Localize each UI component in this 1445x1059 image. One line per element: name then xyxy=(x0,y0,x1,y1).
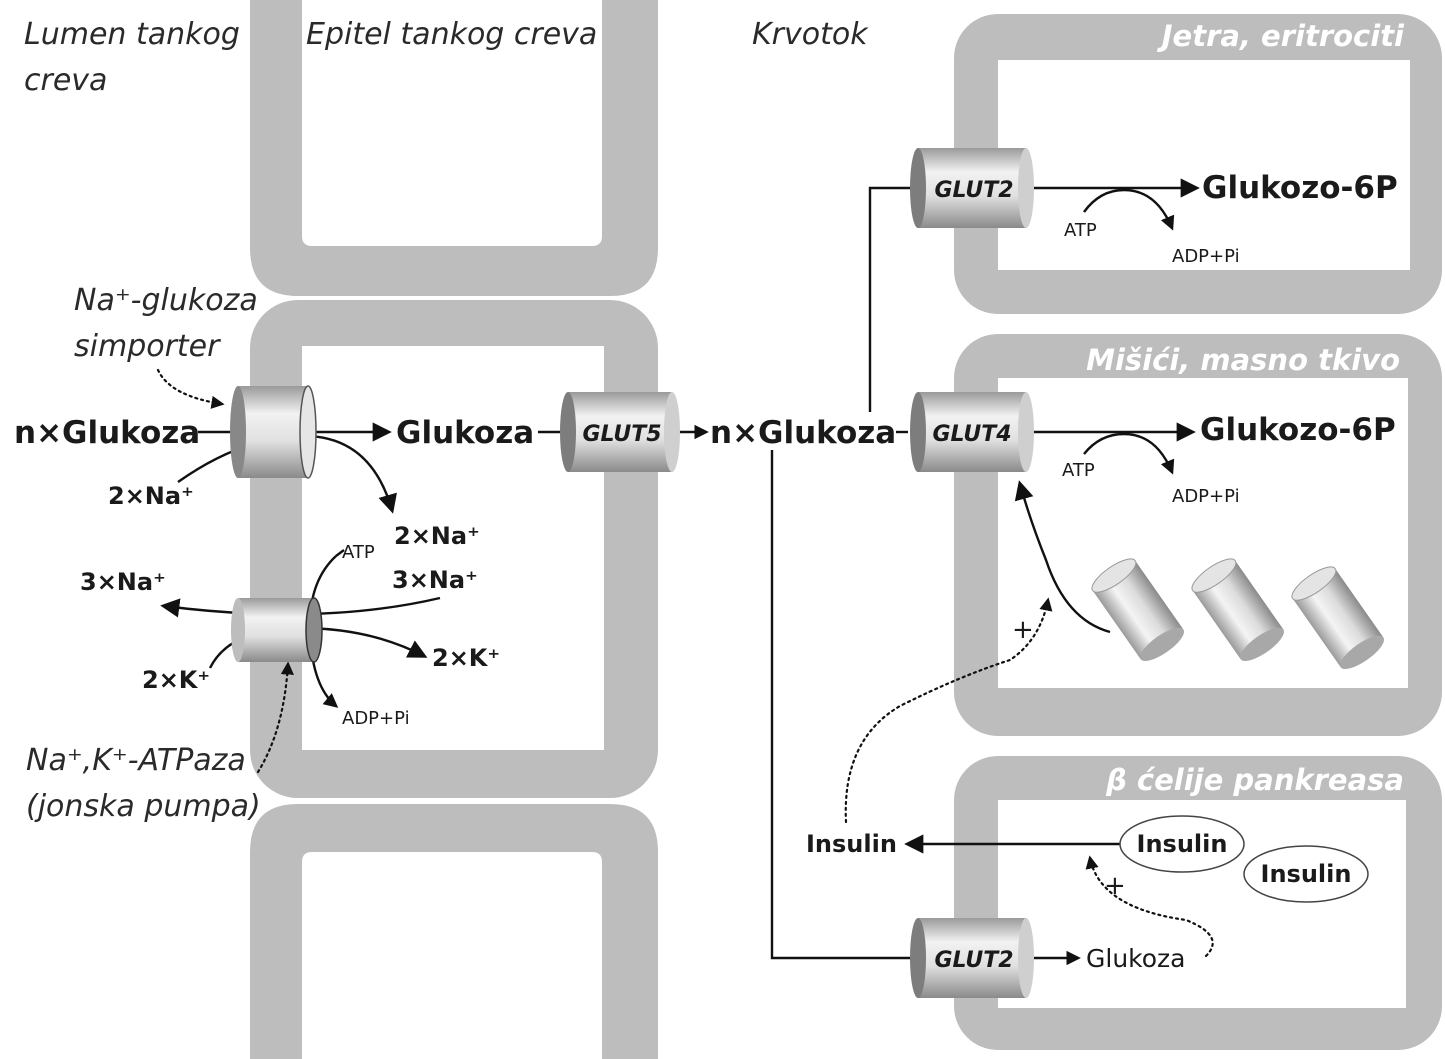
bloodstream-label: Krvotok xyxy=(752,17,869,52)
glut5-label: GLUT5 xyxy=(582,422,661,447)
blood-glucose-label: n×Glukoza xyxy=(710,415,896,451)
sodium-in-lumen-label: 2×Na⁺ xyxy=(108,482,194,510)
pancreas-plus-sign: + xyxy=(1104,871,1126,901)
symporter-label-line2: simporter xyxy=(74,329,221,364)
symporter-pointer xyxy=(158,370,222,404)
pancreas-box-title: β ćelije pankreasa xyxy=(1105,763,1404,797)
pump-label-line1: Na⁺,K⁺-ATPaza xyxy=(26,743,246,778)
liver-product-label: Glukozo-6P xyxy=(1202,170,1398,206)
liver-box-title: Jetra, eritrociti xyxy=(1157,19,1405,53)
potassium-cell-label: 2×K⁺ xyxy=(432,644,500,672)
pump-label-line2: (jonska pumpa) xyxy=(26,789,261,824)
symporter-cylinder xyxy=(230,386,316,478)
glut5-cylinder: GLUT5 xyxy=(560,392,680,472)
pump-atp-label: ATP xyxy=(342,542,375,563)
lumen-glucose-label: n×Glukoza xyxy=(14,415,200,451)
muscle-atp-label: ATP xyxy=(1062,460,1095,481)
pump-adp-label: ADP+Pi xyxy=(342,708,410,729)
liver-adp-label: ADP+Pi xyxy=(1172,246,1240,267)
glut2-pancreas-label: GLUT2 xyxy=(934,948,1013,973)
cell-glucose-label: Glukoza xyxy=(396,415,534,451)
liver-atp-label: ATP xyxy=(1064,220,1097,241)
sodium-in-cell-label: 2×Na⁺ xyxy=(394,522,480,550)
pump-cylinder xyxy=(231,598,322,662)
glut4-cylinder: GLUT4 xyxy=(910,392,1034,472)
symporter-label-line1: Na⁺-glukoza xyxy=(74,283,258,318)
insulin-granule-2-label: Insulin xyxy=(1261,860,1352,888)
lumen-label-line2: creva xyxy=(24,63,107,98)
pancreas-glucose-label: Glukoza xyxy=(1086,944,1186,973)
glut2-pancreas-cylinder: GLUT2 xyxy=(910,918,1034,998)
muscle-plus-sign: + xyxy=(1012,615,1034,645)
insulin-granule-1-label: Insulin xyxy=(1137,830,1228,858)
insulin-released-label: Insulin xyxy=(806,830,897,858)
potassium-lumen-label: 2×K⁺ xyxy=(142,666,210,694)
glut4-label: GLUT4 xyxy=(932,422,1011,447)
lumen-label-line1: Lumen tankog xyxy=(24,17,240,52)
epithelium-label: Epitel tankog creva xyxy=(306,17,597,52)
muscle-product-label: Glukozo-6P xyxy=(1200,412,1396,448)
sodium-out-lumen-label: 3×Na⁺ xyxy=(80,568,166,596)
sodium-out-cell-label: 3×Na⁺ xyxy=(392,566,478,594)
insulin-granule-1: Insulin xyxy=(1120,816,1244,872)
muscle-box-title: Mišići, masno tkivo xyxy=(1086,343,1400,377)
epithelial-cell-bottom xyxy=(250,804,658,1059)
blood-to-pancreas-line xyxy=(772,450,912,958)
glut2-liver-label: GLUT2 xyxy=(934,178,1013,203)
muscle-adp-label: ADP+Pi xyxy=(1172,486,1240,507)
blood-to-liver-line xyxy=(870,188,912,412)
pancreas-box: β ćelije pankreasa xyxy=(954,756,1442,1050)
insulin-granule-2: Insulin xyxy=(1244,846,1368,902)
glut2-liver-cylinder: GLUT2 xyxy=(910,148,1034,228)
